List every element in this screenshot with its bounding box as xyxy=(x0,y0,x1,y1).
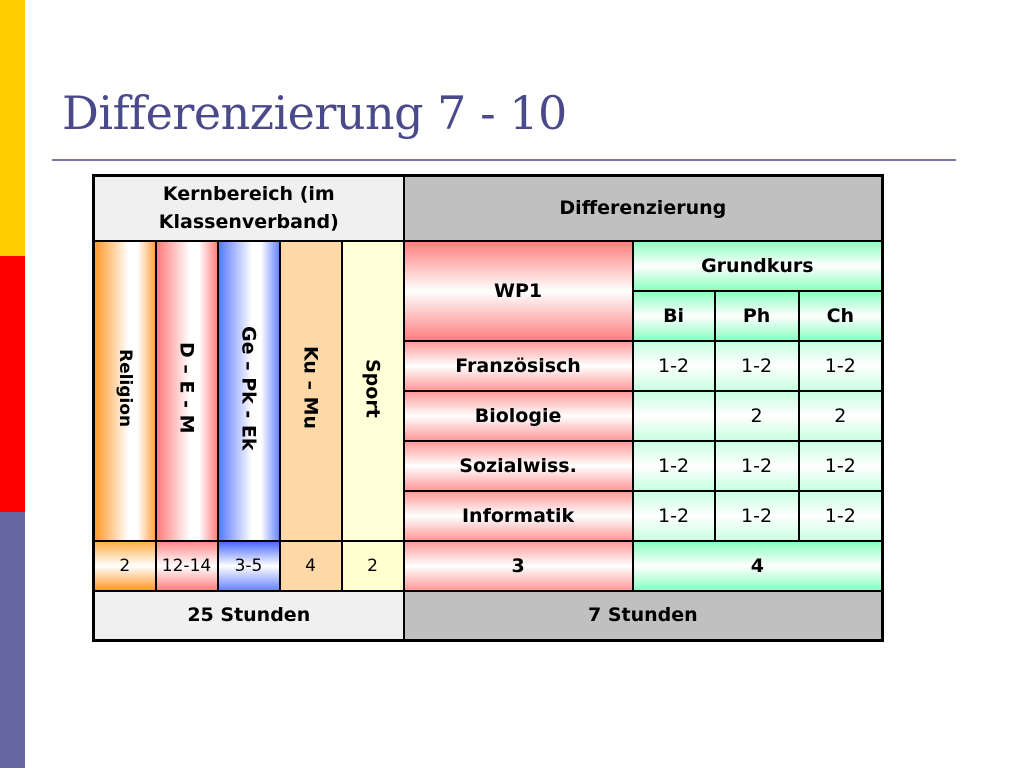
hours-d-e-m: 12-14 xyxy=(154,539,219,592)
wp1-row-value: 1-2 xyxy=(713,489,800,542)
differenzierung-header: Differenzierung xyxy=(402,174,884,242)
wp1-row-value: 1-2 xyxy=(797,339,884,392)
subject-ge-pk-ek: Ge – Pk - Ek xyxy=(216,239,281,542)
hours-ge-pk-ek: 3-5 xyxy=(216,539,281,592)
side-stripe-blue xyxy=(0,512,25,768)
subject-sport: Sport xyxy=(340,239,405,542)
side-stripe-yellow xyxy=(0,0,25,256)
wp1-row-name: Französisch xyxy=(402,339,634,392)
hours-wp1: 3 xyxy=(402,539,634,592)
subject-label: Ge – Pk - Ek xyxy=(237,325,260,451)
wp1-row-value: 1-2 xyxy=(713,439,800,492)
wp1-row-value: 1-2 xyxy=(797,439,884,492)
table-row: Französisch 1-2 1-2 1-2 xyxy=(94,339,884,392)
table-row: Biologie 2 2 xyxy=(94,389,884,442)
subject-label: D – E - M xyxy=(175,342,198,434)
hours-row: 2 12-14 3-5 4 2 3 4 xyxy=(92,539,884,592)
grundkurs-header: Grundkurs xyxy=(631,239,884,292)
subject-deutsch-englisch-mathe: D – E - M xyxy=(154,239,219,542)
wp1-row-value: 2 xyxy=(797,389,884,442)
wp1-row-value: 1-2 xyxy=(713,339,800,392)
wp1-row-value: 1-2 xyxy=(797,489,884,542)
grundkurs-col-ch: Ch xyxy=(797,289,884,342)
wp1-row-value: 1-2 xyxy=(631,439,716,492)
subject-label: Sport xyxy=(361,358,384,418)
table-row: Informatik 1-2 1-2 1-2 xyxy=(94,489,884,542)
wp1-row-value xyxy=(631,389,716,442)
wp1-row-name: Informatik xyxy=(402,489,634,542)
wp1-row-value: 1-2 xyxy=(631,489,716,542)
wp1-row-value: 1-2 xyxy=(631,339,716,392)
wp1-row-name: Biologie xyxy=(402,389,634,442)
wp1-row-name: Sozialwiss. xyxy=(402,439,634,492)
wp1-header: WP1 xyxy=(402,239,634,342)
hours-religion: 2 xyxy=(92,539,157,592)
subject-label: Religion xyxy=(114,348,135,428)
kernbereich-header: Kernbereich (im Klassenverband) xyxy=(92,174,405,242)
slide-title: Differenzierung 7 - 10 xyxy=(62,86,567,140)
kern-total: 25 Stunden xyxy=(92,589,405,642)
diff-total: 7 Stunden xyxy=(402,589,884,642)
side-stripe-red xyxy=(0,256,25,512)
total-row: 25 Stunden 7 Stunden xyxy=(92,589,884,642)
grundkurs-col-bi: Bi xyxy=(631,289,716,342)
table-row: Sozialwiss. 1-2 1-2 1-2 xyxy=(94,439,884,492)
wp1-row-value: 2 xyxy=(713,389,800,442)
differenzierung-table: Kernbereich (im Klassenverband) Differen… xyxy=(92,174,885,642)
grundkurs-col-ph: Ph xyxy=(713,289,800,342)
hours-sport: 2 xyxy=(340,539,405,592)
hours-grundkurs: 4 xyxy=(631,539,884,592)
subject-ku-mu: Ku – Mu xyxy=(278,239,343,542)
title-rule xyxy=(52,159,956,161)
subject-religion: Religion xyxy=(92,239,157,542)
subject-label: Ku – Mu xyxy=(299,346,322,430)
hours-ku-mu: 4 xyxy=(278,539,343,592)
